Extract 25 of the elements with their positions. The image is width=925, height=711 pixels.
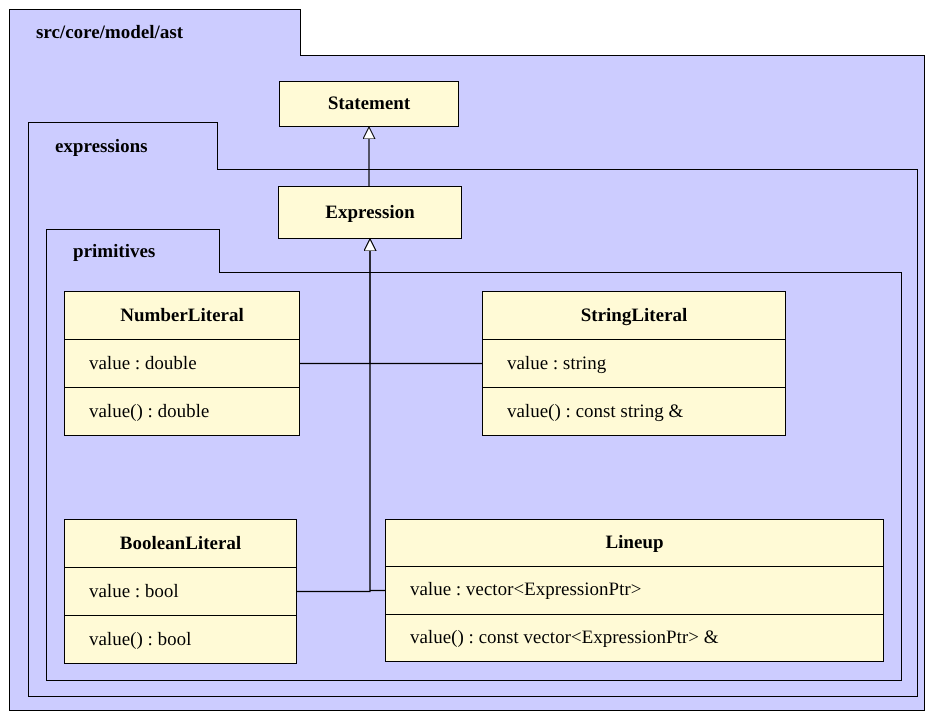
class-box [278,186,462,239]
class-box [64,291,300,436]
package-tab: primitives [46,229,220,273]
generalization-arrow [364,238,385,592]
attribute: value : vector<ExpressionPtr> [386,566,883,614]
class-name: BooleanLiteral [118,532,242,556]
operation: value() : const vector<ExpressionPtr> & [386,614,883,661]
class-box [279,81,459,127]
operation: value() : bool [65,615,296,663]
class-name: Expression [325,202,415,224]
package-tab: expressions [28,122,218,170]
operation: value() : double [65,387,299,435]
class-name: Lineup [604,531,665,556]
attribute: value : double [65,339,299,387]
class-box [385,519,884,662]
class-name: Statement [328,93,410,115]
package-tab: src/core/model/ast [9,9,301,56]
operation: value() : const string & [483,387,785,435]
class-box [482,291,786,436]
generalization-arrow [362,126,376,186]
attribute: value : bool [65,567,296,615]
attribute: value : string [483,339,785,387]
class-name: NumberLiteral [119,304,245,328]
class-box [64,519,297,664]
class-name: StringLiteral [580,304,688,328]
